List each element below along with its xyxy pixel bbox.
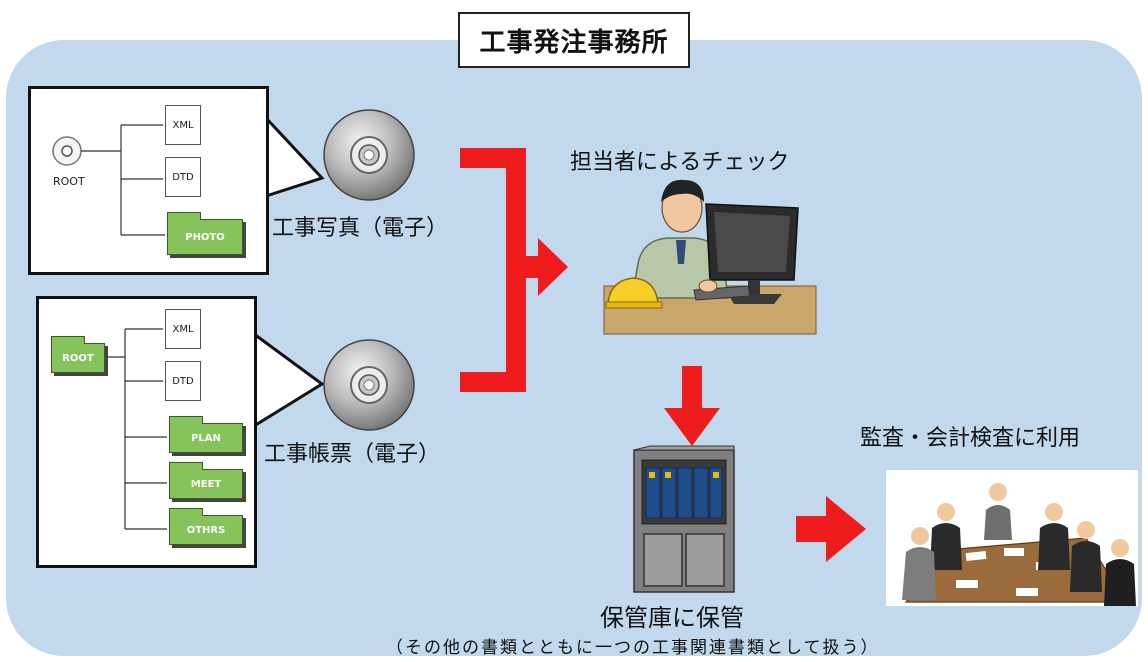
photo-xml-file-icon: XML [165, 105, 201, 145]
inspector-at-computer-illustration [603, 179, 817, 335]
photo-folder-icon: PHOTO [166, 212, 243, 255]
photo-disc-label: 工事写真（電子） [272, 216, 449, 241]
ledger-folder-tree: ROOT XML DTD PLAN MEET OTHRS [36, 296, 257, 568]
ledger-cd-icon [323, 339, 415, 431]
storage-cabinet-icon [633, 445, 735, 593]
meeting-people-drawing [902, 483, 1136, 606]
audit-meeting-illustration [886, 470, 1138, 606]
photo-tree-root-label: ROOT [53, 175, 85, 188]
check-label: 担当者によるチェック [570, 150, 790, 175]
photo-tree-lines [52, 124, 165, 236]
ledger-meet-folder-icon: MEET [168, 462, 243, 499]
photo-folder-tree: ROOT XML DTD PHOTO [28, 86, 269, 275]
ledger-meet-folder-label: MEET [190, 478, 222, 490]
ledger-xml-file-icon: XML [165, 309, 201, 349]
photo-cd-icon [323, 109, 415, 201]
ledger-root-folder-label: ROOT [62, 352, 94, 364]
ledger-dtd-file-icon: DTD [165, 361, 201, 401]
audit-label: 監査・会計検査に利用 [860, 426, 1081, 451]
office-title: 工事発注事務所 [458, 12, 690, 68]
ledger-othrs-folder-icon: OTHRS [168, 508, 243, 545]
ledger-plan-folder-label: PLAN [191, 432, 221, 444]
ledger-disc-label: 工事帳票（電子） [264, 442, 441, 467]
storage-label: 保管庫に保管 [600, 604, 744, 632]
ledger-root-folder-icon: ROOT [50, 336, 105, 373]
footer-note: （その他の書類とともに一つの工事関連書類として扱う） [386, 638, 880, 658]
photo-folder-label: PHOTO [185, 231, 225, 243]
ledger-tree-lines [105, 328, 167, 530]
photo-dtd-file-icon: DTD [165, 157, 201, 197]
ledger-othrs-folder-label: OTHRS [186, 524, 226, 536]
ledger-plan-folder-icon: PLAN [168, 416, 243, 453]
